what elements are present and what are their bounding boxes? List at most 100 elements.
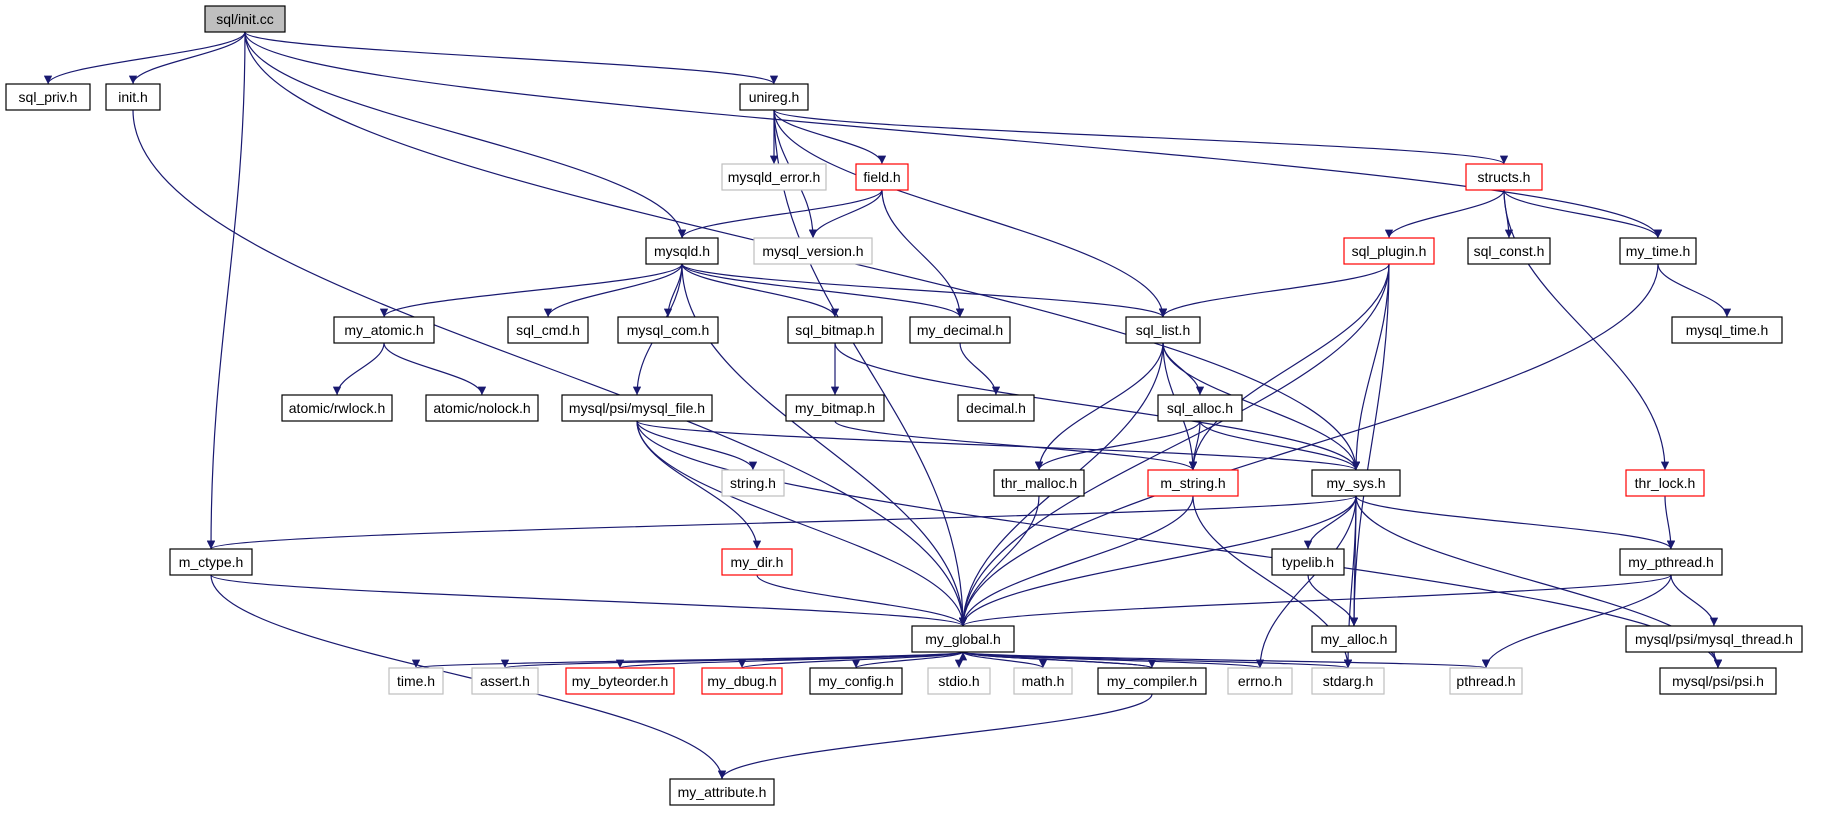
edge-my_compiler-to-my_attribute [717, 693, 1153, 780]
node-psi-h[interactable]: mysql/psi/psi.h [1659, 667, 1777, 695]
node-thr-lock[interactable]: thr_lock.h [1625, 469, 1705, 497]
node-sql-plugin[interactable]: sql_plugin.h [1343, 237, 1435, 265]
node-mysql-thread[interactable]: mysql/psi/mysql_thread.h [1625, 625, 1803, 653]
node-stdio-h[interactable]: stdio.h [927, 667, 991, 695]
node-my-byteorder[interactable]: my_byteorder.h [565, 667, 675, 695]
node-structs[interactable]: structs.h [1465, 163, 1543, 191]
node-label: my_attribute.h [678, 784, 767, 800]
node-label: stdarg.h [1323, 673, 1374, 689]
node-string-h[interactable]: string.h [721, 469, 785, 497]
node-label: mysql_time.h [1686, 322, 1768, 338]
edge-unireg-to-field [773, 109, 887, 165]
node-m-string[interactable]: m_string.h [1147, 469, 1239, 497]
edge-unireg-to-my_global [773, 109, 968, 627]
node-label: m_ctype.h [179, 554, 244, 570]
node-decimal[interactable]: decimal.h [957, 394, 1035, 422]
node-sql-alloc[interactable]: sql_alloc.h [1157, 394, 1243, 422]
node-box [388, 667, 444, 695]
edge-my_pthread-to-pthread_h [1481, 574, 1672, 669]
node-my-global[interactable]: my_global.h [911, 625, 1015, 653]
node-sql-list[interactable]: sql_list.h [1125, 316, 1201, 344]
node-mysql-file[interactable]: mysql/psi/mysql_file.h [561, 394, 713, 422]
edge-m_ctype-to-my_attribute [210, 574, 727, 780]
edge-my_compiler-to-my_global [959, 651, 1153, 669]
node-label: time.h [397, 673, 435, 689]
node-box [1625, 625, 1803, 653]
node-box [1619, 548, 1723, 576]
edge-mysqld-to-sql_list [681, 263, 1168, 318]
node-my-alloc[interactable]: my_alloc.h [1311, 625, 1397, 653]
edge-init_cc-to-sql_priv [43, 31, 246, 85]
node-sql-cmd[interactable]: sql_cmd.h [507, 316, 589, 344]
node-my-attribute[interactable]: my_attribute.h [669, 778, 775, 806]
node-my-dbug[interactable]: my_dbug.h [701, 667, 783, 695]
node-errno-h[interactable]: errno.h [1227, 667, 1293, 695]
node-box [721, 163, 827, 191]
edge-sql_bitmap-to-my_sys [834, 342, 1361, 471]
node-math-h[interactable]: math.h [1013, 667, 1073, 695]
node-label: assert.h [480, 673, 530, 689]
node-mysql-version[interactable]: mysql_version.h [753, 237, 873, 265]
edge-sql_list-to-my_sys [1162, 342, 1361, 471]
node-label: my_byteorder.h [572, 673, 669, 689]
node-label: sql_bitmap.h [795, 322, 874, 338]
node-rwlock[interactable]: atomic/rwlock.h [281, 394, 393, 422]
node-my-time[interactable]: my_time.h [1619, 237, 1697, 265]
node-label: my_global.h [925, 631, 1001, 647]
edge-mysqld-to-sql_bitmap [681, 263, 840, 318]
edge-sql_list-to-thr_malloc [1034, 342, 1164, 471]
node-typelib[interactable]: typelib.h [1271, 548, 1345, 576]
node-init-h[interactable]: init.h [105, 83, 161, 111]
node-nolock[interactable]: atomic/nolock.h [425, 394, 539, 422]
node-box [281, 394, 393, 422]
node-box [1465, 163, 1543, 191]
node-mysqld-error[interactable]: mysqld_error.h [721, 163, 827, 191]
node-label: my_decimal.h [917, 322, 1003, 338]
node-mysql-time[interactable]: mysql_time.h [1671, 316, 1783, 344]
node-sql-bitmap[interactable]: sql_bitmap.h [787, 316, 883, 344]
node-sql-const[interactable]: sql_const.h [1467, 237, 1551, 265]
edge-my_global-to-time_h [412, 651, 964, 669]
node-time-h[interactable]: time.h [388, 667, 444, 695]
node-label: my_sys.h [1326, 475, 1385, 491]
node-my-atomic[interactable]: my_atomic.h [333, 316, 435, 344]
node-box [787, 316, 883, 344]
node-pthread-h[interactable]: pthread.h [1449, 667, 1523, 695]
edge-mysqld-to-my_decimal [681, 263, 965, 318]
node-my-dir[interactable]: my_dir.h [721, 548, 793, 576]
node-my-sys[interactable]: my_sys.h [1311, 469, 1401, 497]
edge-my_pthread-to-my_global [959, 574, 1672, 627]
node-stdarg-h[interactable]: stdarg.h [1311, 667, 1385, 695]
node-box [105, 83, 161, 111]
node-my-decimal[interactable]: my_decimal.h [909, 316, 1011, 344]
node-box [617, 316, 719, 344]
node-unireg[interactable]: unireg.h [739, 83, 809, 111]
node-thr-malloc[interactable]: thr_malloc.h [993, 469, 1085, 497]
node-label: sql_list.h [1136, 322, 1190, 338]
node-my-config[interactable]: my_config.h [809, 667, 903, 695]
node-sql-priv[interactable]: sql_priv.h [5, 83, 91, 111]
edge-structs-to-my_time [1503, 189, 1663, 239]
node-m-ctype[interactable]: m_ctype.h [169, 548, 253, 576]
node-label: my_time.h [1626, 243, 1691, 259]
node-box [645, 237, 719, 265]
node-label: atomic/nolock.h [433, 400, 530, 416]
edge-my_sys-to-my_pthread [1355, 495, 1676, 550]
edge-my_pthread-to-mysql_thread [1670, 574, 1719, 627]
node-label: field.h [863, 169, 900, 185]
node-my-compiler[interactable]: my_compiler.h [1097, 667, 1207, 695]
edge-my_global-to-pthread_h [962, 651, 1490, 669]
node-my-pthread[interactable]: my_pthread.h [1619, 548, 1723, 576]
node-field[interactable]: field.h [855, 163, 909, 191]
node-mysqld[interactable]: mysqld.h [645, 237, 719, 265]
edge-my_decimal-to-decimal [959, 342, 1001, 396]
edge-my_sys-to-errno_h [1255, 495, 1357, 669]
edge-unireg-to-sql_list [773, 109, 1168, 318]
node-my-bitmap[interactable]: my_bitmap.h [785, 394, 885, 422]
node-init-cc[interactable]: sql/init.cc [204, 5, 286, 33]
node-box [565, 667, 675, 695]
node-assert-h[interactable]: assert.h [471, 667, 539, 695]
node-mysql-com[interactable]: mysql_com.h [617, 316, 719, 344]
node-box [1311, 667, 1385, 695]
edge-unireg-to-structs [773, 109, 1508, 165]
